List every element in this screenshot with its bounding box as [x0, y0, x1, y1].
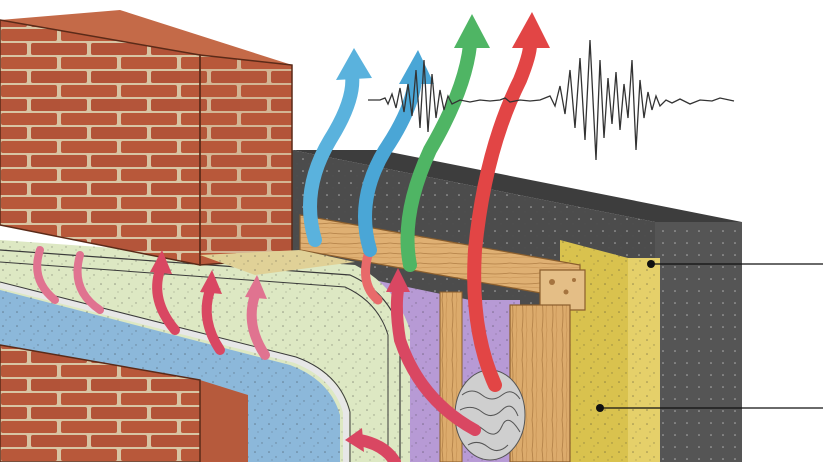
- mortar-sill: [200, 250, 355, 275]
- sound-waveform: [368, 39, 735, 161]
- air-flow-arrows: [33, 246, 481, 462]
- lower-brick-wall: [0, 344, 248, 462]
- leader-line-insulation: [596, 404, 823, 412]
- heat-arrow-red: [467, 12, 550, 392]
- heat-arrow-blue-1: [303, 48, 372, 247]
- leader-line-board: [647, 260, 823, 268]
- upper-brick-wall: [0, 10, 293, 266]
- heat-arrow-green: [400, 14, 490, 272]
